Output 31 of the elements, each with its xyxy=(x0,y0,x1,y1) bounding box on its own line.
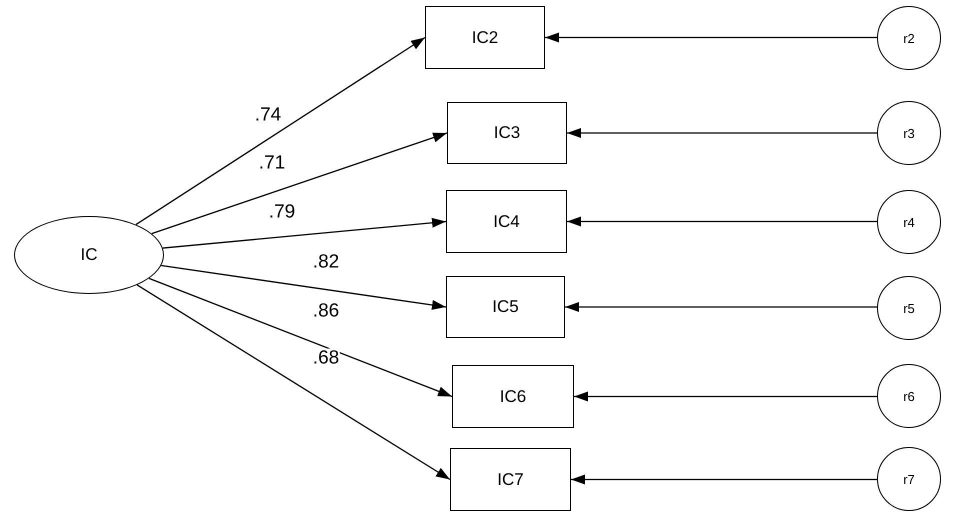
node-label: r2 xyxy=(903,30,915,46)
indicator-box xyxy=(446,190,567,253)
node-label: IC4 xyxy=(493,212,520,232)
arrow xyxy=(148,278,452,398)
node-label: r5 xyxy=(903,300,915,316)
arrow xyxy=(545,32,877,42)
node-label: r3 xyxy=(903,126,915,140)
node-label: r7 xyxy=(903,472,915,486)
indicator-box xyxy=(452,365,574,428)
node-label: r4 xyxy=(903,214,915,230)
node-label: IC3 xyxy=(494,123,520,143)
arrow xyxy=(152,132,448,234)
arrow xyxy=(567,216,877,226)
arrow xyxy=(567,128,877,138)
arrow xyxy=(574,392,877,402)
node-label: IC7 xyxy=(497,470,524,490)
indicator-box xyxy=(450,448,571,511)
indicator-box xyxy=(425,6,545,69)
indicator-box xyxy=(447,102,567,164)
node-label: IC xyxy=(80,245,98,265)
arrow xyxy=(161,264,446,310)
node-label: IC2 xyxy=(472,28,498,48)
arrow xyxy=(162,218,446,249)
indicator-box xyxy=(446,276,565,338)
arrow xyxy=(571,474,877,484)
arrow xyxy=(136,36,426,226)
node-label: IC6 xyxy=(500,386,526,406)
arrow xyxy=(136,284,450,480)
node-label: IC5 xyxy=(492,297,519,317)
arrow xyxy=(565,302,877,312)
node-label: r6 xyxy=(903,388,915,404)
